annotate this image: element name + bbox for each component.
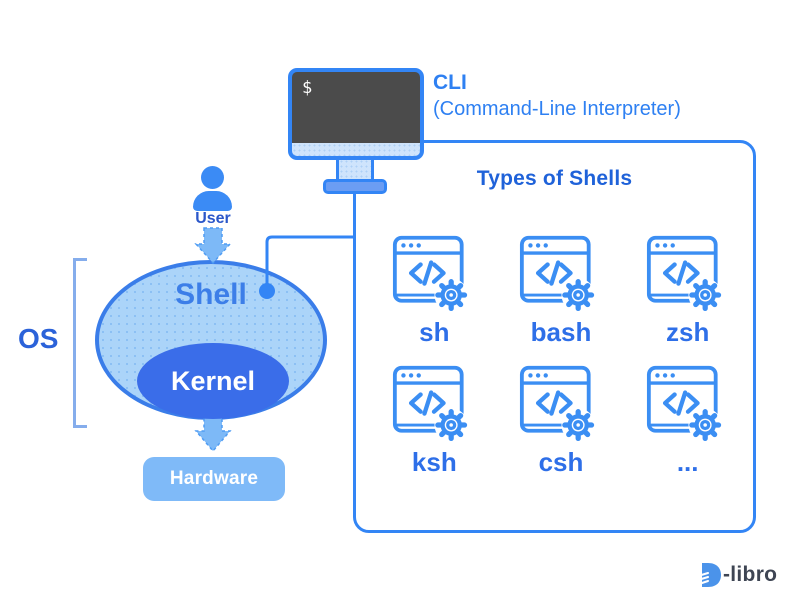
shell-type-label: csh	[538, 446, 584, 477]
kernel-ellipse: Kernel	[137, 343, 289, 419]
os-bracket-tick-top	[73, 258, 87, 261]
shell-type-item: bash	[498, 234, 625, 347]
hardware-label: Hardware	[169, 468, 259, 489]
shell-type-item: ksh	[371, 364, 498, 477]
shell-window-gear-icon	[519, 235, 595, 312]
shell-window-gear-icon	[646, 365, 722, 442]
shell-type-item: ...	[624, 364, 751, 477]
cli-subtitle: (Command-Line Interpreter)	[433, 97, 681, 120]
user-label: User	[195, 210, 231, 227]
cli-title: CLI	[433, 71, 467, 94]
os-bracket	[73, 258, 76, 428]
shell-label: Shell	[175, 278, 247, 311]
shell-type-item: csh	[498, 364, 625, 477]
terminal-monitor-icon: $	[288, 68, 424, 160]
dlibro-logo-text: -libro	[723, 563, 778, 586]
types-of-shells-title: Types of Shells	[476, 167, 633, 190]
user-icon	[201, 166, 224, 189]
user-icon-body	[193, 191, 232, 211]
shell-window-gear-icon	[646, 235, 722, 312]
user-to-shell-arrow	[194, 227, 232, 265]
shell-types-grid: sh	[371, 234, 751, 476]
monitor-chin	[292, 143, 420, 156]
types-of-shells-panel	[353, 140, 756, 533]
shell-window-gear-icon	[393, 235, 469, 312]
dlibro-logo-icon	[697, 563, 721, 587]
os-bracket-tick-bottom	[73, 425, 87, 428]
cli-caption: CLI (Command-Line Interpreter)	[433, 70, 681, 122]
terminal-prompt: $	[302, 78, 313, 98]
shell-type-item: sh	[371, 234, 498, 347]
kernel-label: Kernel	[170, 365, 256, 396]
shell-type-label: zsh	[665, 317, 710, 347]
shell-type-label: ...	[676, 446, 699, 477]
shell-window-gear-icon	[519, 365, 595, 442]
monitor-stand-base	[323, 179, 387, 194]
os-label: OS	[18, 323, 59, 354]
shell-type-item: zsh	[624, 234, 751, 347]
shell-type-label: bash	[530, 317, 592, 347]
shell-type-label: ksh	[411, 446, 457, 477]
dlibro-logo: -libro	[697, 561, 777, 589]
terminal-screen: $	[292, 72, 420, 143]
shell-window-gear-icon	[393, 365, 469, 442]
shell-type-label: sh	[419, 317, 450, 347]
hardware-box: Hardware	[143, 457, 285, 501]
